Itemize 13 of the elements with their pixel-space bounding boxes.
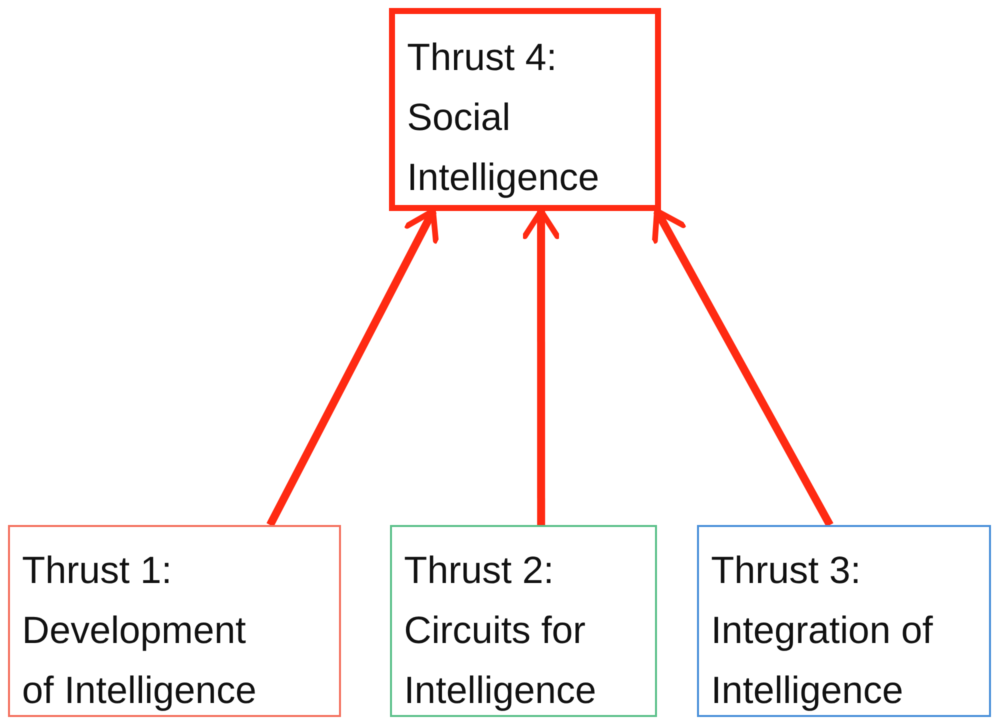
arrow bbox=[652, 208, 834, 527]
thrust-title: Circuits for Intelligence bbox=[404, 609, 598, 714]
thrust-title: Integration of Intelligence bbox=[711, 609, 934, 714]
thrust-title: Social Intelligence bbox=[407, 96, 600, 201]
thrust-heading: Thrust 4: bbox=[407, 36, 558, 81]
thrust-box bbox=[8, 525, 341, 717]
thrust-heading: Thrust 3: bbox=[711, 549, 862, 594]
thrust-title: Development of Intelligence bbox=[22, 609, 258, 714]
thrust-box bbox=[390, 525, 657, 717]
thrust-heading: Thrust 1: bbox=[22, 549, 173, 594]
thrust-box bbox=[697, 525, 991, 717]
thrust-box bbox=[389, 8, 661, 211]
thrust-heading: Thrust 2: bbox=[404, 549, 555, 594]
